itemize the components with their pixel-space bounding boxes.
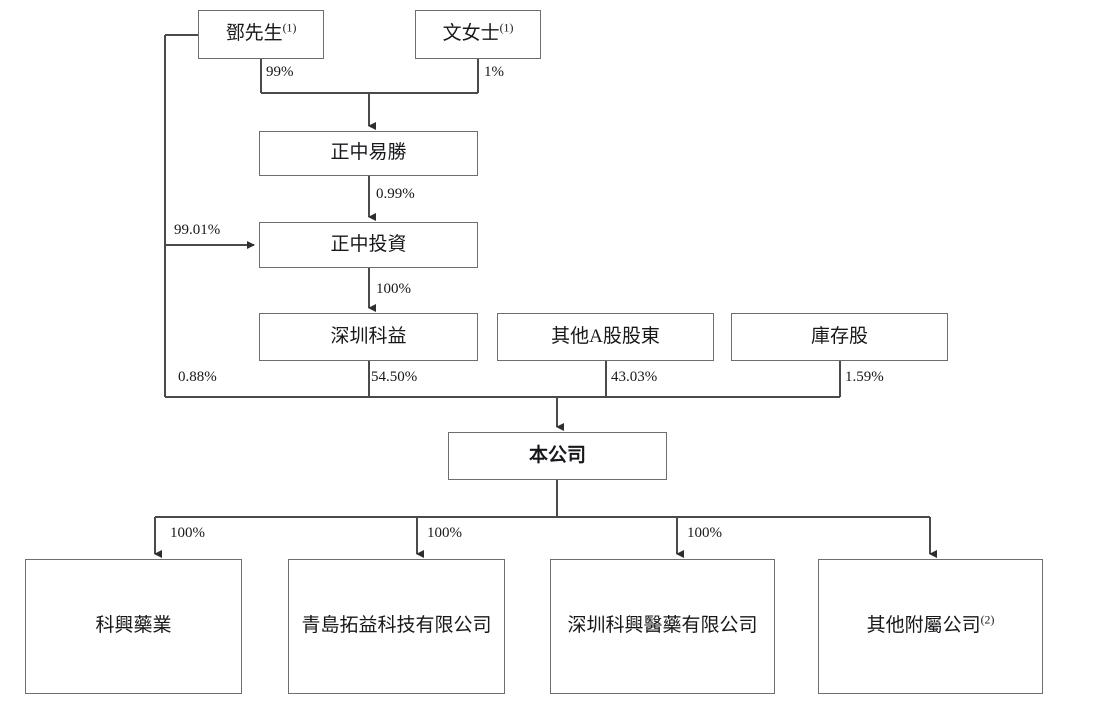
- node-label-zzys: 正中易勝: [330, 142, 407, 164]
- node-deng: 鄧先生(1): [198, 10, 324, 59]
- edge-label-company-sub1: 100%: [170, 525, 205, 541]
- edge-label-treasury-company: 1.59%: [845, 369, 884, 385]
- edge-label-deng-zzys: 99%: [266, 64, 294, 80]
- node-label-zztz: 正中投資: [330, 233, 407, 255]
- node-zztz: 正中投資: [259, 222, 478, 268]
- edge-label-othera-company: 43.03%: [611, 369, 658, 385]
- node-footnote-wen: (1): [499, 21, 514, 35]
- node-sub4: 其他附屬公司(2): [818, 559, 1043, 694]
- node-sub3: 深圳科興醫藥有限公司: [550, 559, 775, 694]
- node-label-treasury: 庫存股: [810, 325, 868, 347]
- node-label-sub3: 深圳科興醫藥有限公司: [567, 615, 758, 637]
- node-treasury: 庫存股: [731, 313, 948, 361]
- node-zzys: 正中易勝: [259, 131, 478, 176]
- node-company: 本公司: [448, 432, 667, 480]
- edge-label-wen-zzys: 1%: [484, 64, 504, 80]
- node-label-deng: 鄧先生(1): [225, 21, 297, 45]
- edge-label-company-sub2: 100%: [427, 525, 462, 541]
- node-footnote-deng: (1): [282, 21, 297, 35]
- node-label-sub2: 青島拓益科技有限公司: [301, 615, 492, 637]
- node-szky: 深圳科益: [259, 313, 478, 361]
- edge-label-zztz-szky: 100%: [376, 281, 411, 297]
- node-label-sub1: 科興藥業: [95, 615, 172, 637]
- node-label-company: 本公司: [528, 444, 586, 466]
- edge-label-deng-company: 0.88%: [178, 369, 217, 385]
- node-sub1: 科興藥業: [25, 559, 242, 694]
- node-label-szky: 深圳科益: [330, 325, 407, 347]
- edge-label-zzys-zztz: 0.99%: [376, 186, 415, 202]
- node-label-wen: 文女士(1): [442, 21, 514, 45]
- node-othera: 其他A股股東: [497, 313, 714, 361]
- node-sub2: 青島拓益科技有限公司: [288, 559, 505, 694]
- edge-label-szky-company: 54.50%: [371, 369, 418, 385]
- edge-label-company-sub3: 100%: [687, 525, 722, 541]
- node-label-othera: 其他A股股東: [551, 325, 660, 347]
- node-footnote-sub4: (2): [980, 613, 995, 627]
- node-wen: 文女士(1): [415, 10, 541, 59]
- edge-label-deng-zztz: 99.01%: [174, 222, 221, 238]
- node-label-sub4: 其他附屬公司(2): [866, 613, 995, 637]
